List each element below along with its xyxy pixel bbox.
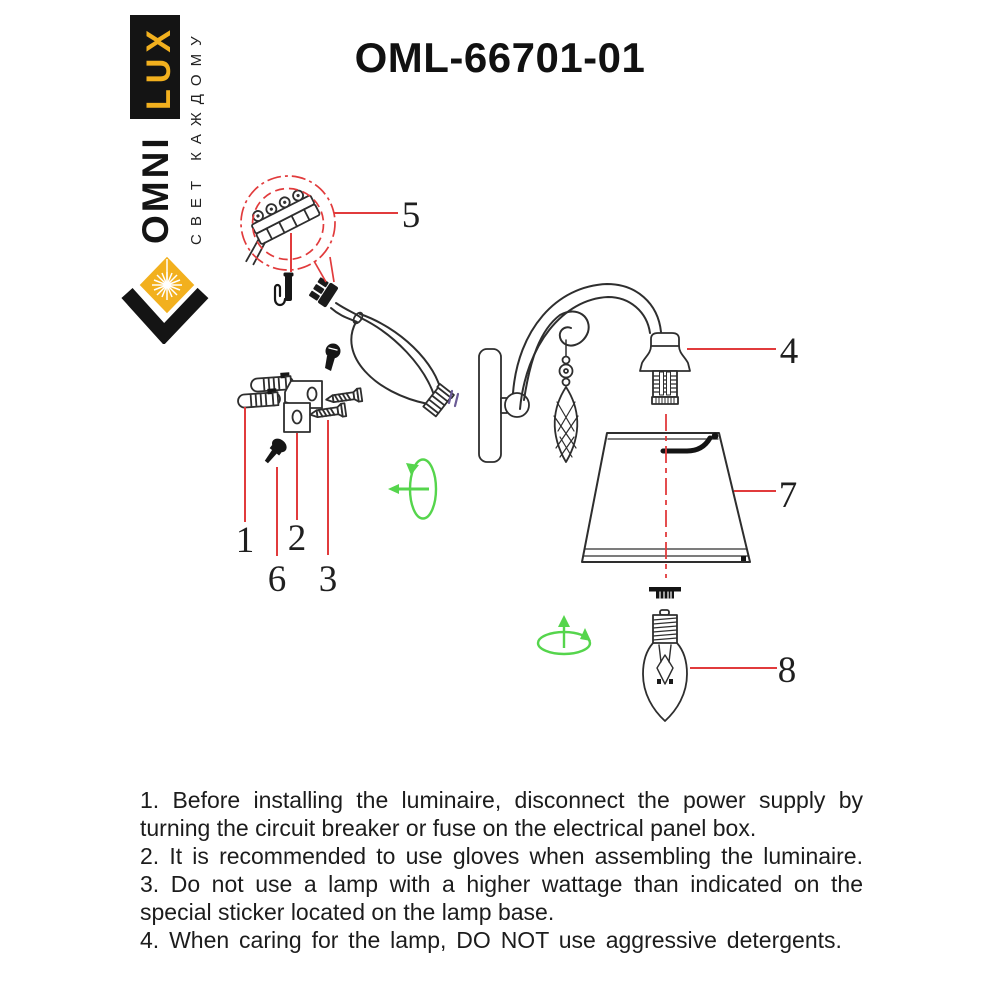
part-label-8: 8 (778, 650, 797, 691)
crystal-pendant-drawing (553, 339, 579, 463)
wall-anchors-drawing (237, 372, 294, 409)
part-label-3: 3 (319, 559, 338, 600)
instruction-item-2: 2. It is recommended to use gloves when … (140, 843, 863, 869)
screws-drawing (309, 387, 364, 419)
instruction-item-1: 1. Before installing the luminaire, disc… (140, 787, 863, 841)
logo-lux-box (130, 15, 180, 119)
terminal-block-drawing (245, 189, 321, 266)
socket-drawing (639, 332, 691, 405)
backplate-drawing (478, 348, 502, 463)
small-screw-drawing (325, 343, 341, 371)
rotation-symbols (388, 458, 592, 656)
zoom-bubble-outer (240, 175, 336, 271)
chevron-icon (121, 287, 209, 344)
instruction-item-4: 4. When caring for the lamp, DO NOT use … (140, 927, 842, 953)
rotate-vertical-axis-icon (536, 615, 592, 656)
finial-drawing (649, 587, 681, 599)
zoom-bubble-inner (251, 187, 325, 261)
page-title: OML-66701-01 (354, 34, 646, 81)
filament-drawing (656, 644, 674, 685)
part-label-7: 7 (779, 475, 798, 516)
instructions-block: 1. Before installing the luminaire, disc… (140, 786, 863, 954)
part-label-2: 2 (288, 518, 307, 559)
instruction-item-3: 3. Do not use a lamp with a higher watta… (140, 871, 863, 925)
bulb-drawing (642, 609, 688, 722)
part-label-4: 4 (780, 331, 799, 372)
part-labels: 1 2 3 4 5 6 7 8 (236, 195, 799, 691)
logo-mark-icon (121, 253, 209, 344)
rotate-horizontal-axis-icon (388, 458, 438, 520)
bolt-drawing (264, 438, 287, 464)
cable-hook-drawing (273, 272, 294, 307)
scroll-arm-drawing (523, 310, 590, 401)
wall-lamp-drawing (478, 283, 691, 463)
leader-lines (240, 175, 777, 669)
part-label-5: 5 (402, 195, 421, 236)
part-label-1: 1 (236, 520, 255, 561)
starburst-icon (152, 259, 182, 300)
wires-drawing (308, 277, 460, 418)
part-label-6: 6 (268, 559, 287, 600)
bracket-drawing (283, 380, 323, 433)
